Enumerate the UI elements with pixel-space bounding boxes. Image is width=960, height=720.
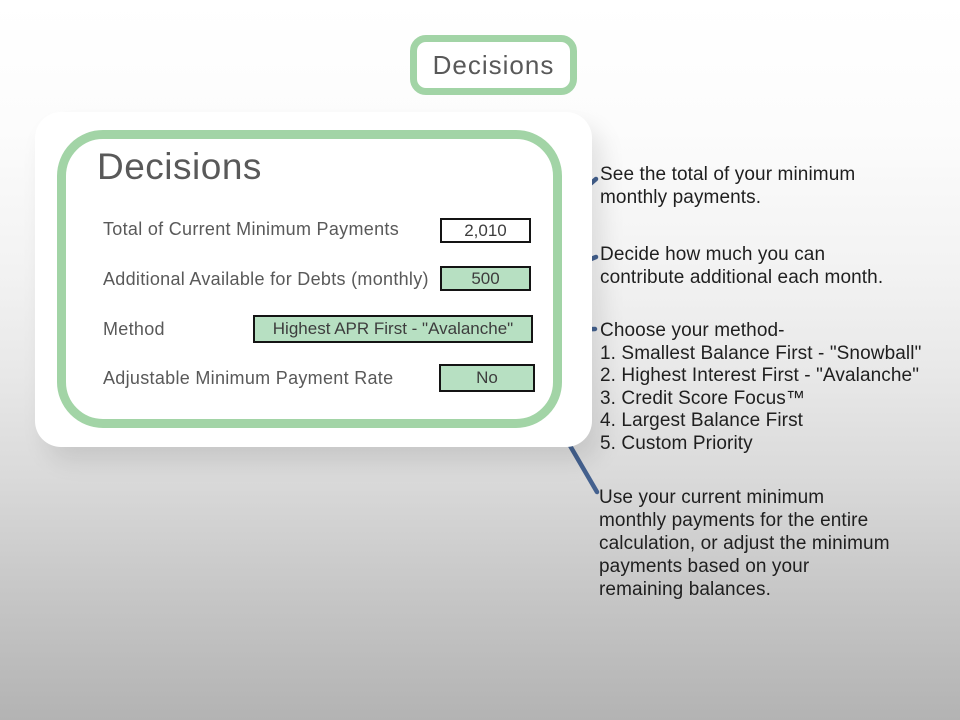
value-box-adjustable-minimum-rate[interactable]: No xyxy=(439,364,535,392)
value-box-method[interactable]: Highest APR First - "Avalanche" xyxy=(253,315,533,343)
annotation-additional-contribution: Decide how much you can contribute addit… xyxy=(600,244,884,288)
field-label-method: Method xyxy=(103,319,165,339)
value-additional-available: 500 xyxy=(471,268,500,288)
value-adjustable-minimum-rate: No xyxy=(476,368,498,387)
annotation-method-options: Choose your method- 1. Smallest Balance … xyxy=(600,320,922,454)
annotation-total-minimum: See the total of your minimum monthly pa… xyxy=(600,164,856,208)
slide-title-banner: Decisions xyxy=(410,35,577,95)
value-total-minimum-payments: 2,010 xyxy=(464,220,507,240)
field-label-additional-available: Additional Available for Debts (monthly) xyxy=(103,269,429,289)
value-box-total-minimum-payments[interactable]: 2,010 xyxy=(440,218,531,243)
field-label-adjustable-minimum-rate: Adjustable Minimum Payment Rate xyxy=(103,368,394,388)
panel-heading: Decisions xyxy=(97,146,262,187)
field-label-total-minimum-payments: Total of Current Minimum Payments xyxy=(103,219,399,239)
decisions-panel: Decisions Total of Current Minimum Payme… xyxy=(35,112,592,447)
value-method: Highest APR First - "Avalanche" xyxy=(272,319,514,338)
panel-green-frame xyxy=(57,130,562,428)
annotation-adjustable-minimum: Use your current minimum monthly payment… xyxy=(599,487,890,600)
slide-title-text: Decisions xyxy=(432,49,555,80)
value-box-additional-available[interactable]: 500 xyxy=(440,266,531,291)
